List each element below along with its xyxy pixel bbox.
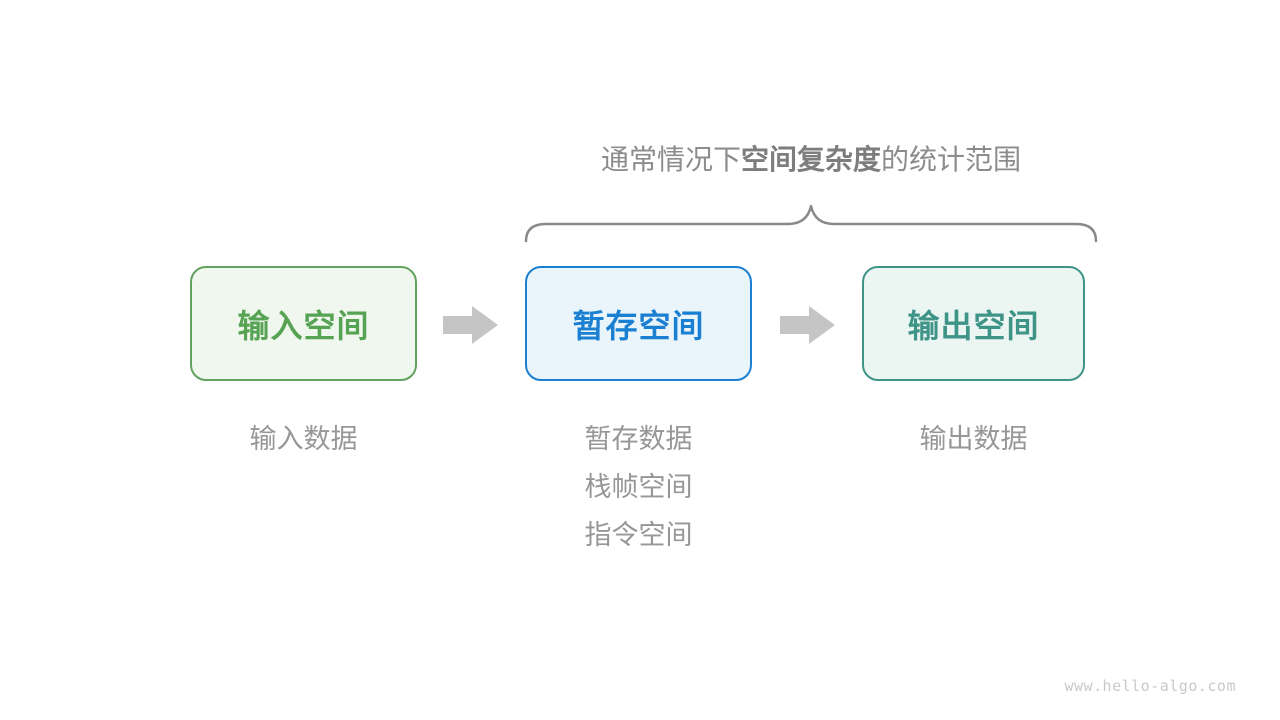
diagram-title: 通常情况下空间复杂度的统计范围 [526,138,1096,182]
temp-space-notes: 暂存数据 栈帧空间 指令空间 [525,415,752,559]
note-line: 栈帧空间 [584,472,693,502]
title-suffix: 的统计范围 [881,144,1022,175]
title-bold-term: 空间复杂度 [740,144,881,175]
arrow-right-icon [443,306,498,344]
input-space-notes: 输入数据 [190,415,417,463]
note-line: 暂存数据 [584,424,693,454]
temp-space-box: 暂存空间 [525,266,752,381]
curly-brace-path [524,204,1098,243]
input-space-box: 输入空间 [190,266,417,381]
temp-space-box-label: 暂存空间 [572,307,705,344]
title-prefix: 通常情况下 [600,144,741,175]
note-line: 输出数据 [919,424,1028,454]
output-space-box: 输出空间 [862,266,1085,381]
note-line: 输入数据 [249,424,358,454]
watermark: www.hello-algo.com [1064,677,1236,695]
input-space-box-label: 输入空间 [237,307,370,344]
output-space-box-label: 输出空间 [907,307,1040,344]
curly-brace [524,204,1098,243]
output-space-notes: 输出数据 [862,415,1085,463]
arrow-right-icon [780,306,835,344]
note-line: 指令空间 [584,520,693,550]
